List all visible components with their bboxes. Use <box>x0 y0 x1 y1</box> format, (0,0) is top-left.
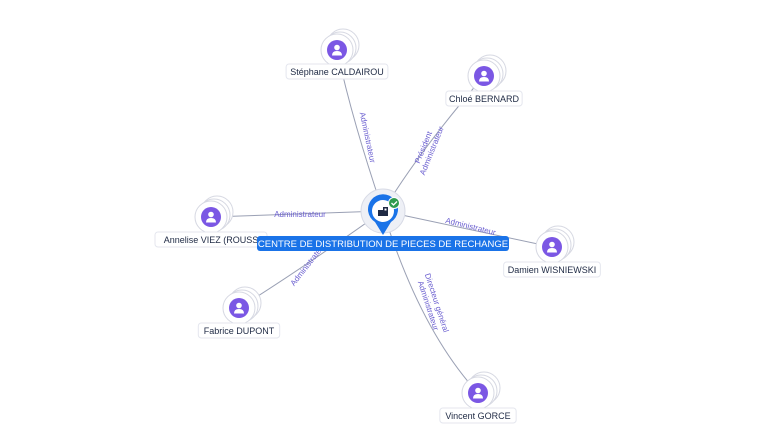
person-label-box <box>439 407 517 424</box>
person-label-box <box>445 90 523 107</box>
check-icon <box>388 197 400 209</box>
person-icon <box>234 302 244 314</box>
person-name[interactable]: Fabrice DUPONT <box>204 326 275 336</box>
person-name[interactable]: Annelise VIEZ (ROUSS <box>164 235 259 245</box>
person-icon <box>206 211 216 223</box>
person-icon <box>547 241 557 253</box>
person-node-vincent-gorce[interactable]: Vincent GORCE <box>439 371 517 424</box>
person-icon <box>473 387 483 399</box>
role-label: Administrateur <box>444 216 497 237</box>
person-node-damien-wisniewski[interactable]: Damien WISNIEWSKI <box>503 225 601 278</box>
person-name[interactable]: Stéphane CALDAIROU <box>290 67 384 77</box>
person-icon <box>479 70 489 82</box>
person-icon <box>332 44 342 56</box>
person-label-box <box>197 322 281 339</box>
edge-damien-wisniewski <box>382 210 553 248</box>
person-node-fabrice-dupont[interactable]: Fabrice DUPONT <box>197 286 281 339</box>
role-label: Administrateur <box>358 111 378 164</box>
person-node-annelise-viez-rouss[interactable]: Annelise VIEZ (ROUSS <box>154 195 268 248</box>
role-label: Administrateur <box>274 210 326 219</box>
company-label-box <box>257 236 509 251</box>
company-node[interactable]: CENTRE DE DISTRIBUTION DE PIECES DE RECH… <box>257 188 509 251</box>
person-label-box <box>503 261 601 278</box>
person-name[interactable]: Chloé BERNARD <box>449 94 520 104</box>
person-name[interactable]: Vincent GORCE <box>445 411 510 421</box>
person-name[interactable]: Damien WISNIEWSKI <box>508 265 597 275</box>
person-node-stephane-caldairou[interactable]: Stéphane CALDAIROU <box>285 28 389 80</box>
building-icon <box>378 207 388 216</box>
person-label-box <box>285 63 389 80</box>
person-node-chloe-bernard[interactable]: Chloé BERNARD <box>445 54 523 107</box>
company-name[interactable]: CENTRE DE DISTRIBUTION DE PIECES DE RECH… <box>258 239 508 250</box>
